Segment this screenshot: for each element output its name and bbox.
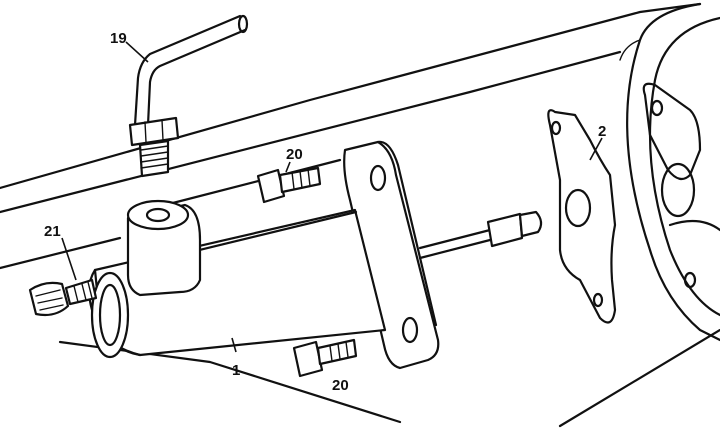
push-rod xyxy=(418,210,543,260)
gasket xyxy=(547,109,617,324)
callout-hydraulic-line: 19 xyxy=(110,30,127,47)
bleeder-cap xyxy=(28,281,70,317)
bolt-upper xyxy=(256,166,322,204)
bolt-lower xyxy=(292,338,358,378)
housing-mount-surface xyxy=(642,82,720,289)
callout-slave-cylinder: 1 xyxy=(232,362,240,379)
slave-cylinder-body xyxy=(88,208,387,359)
fitting-boss xyxy=(126,199,202,297)
cylinder-flange xyxy=(343,140,440,370)
callout-gasket: 2 xyxy=(598,123,606,140)
bleeder-screw xyxy=(64,278,98,306)
callout-bolt-upper: 20 xyxy=(286,146,303,163)
hydraulic-line xyxy=(128,14,249,178)
callout-bolt-lower: 20 xyxy=(332,377,349,394)
leader-lines xyxy=(61,41,603,353)
callout-bleeder-cap: 21 xyxy=(44,223,61,240)
